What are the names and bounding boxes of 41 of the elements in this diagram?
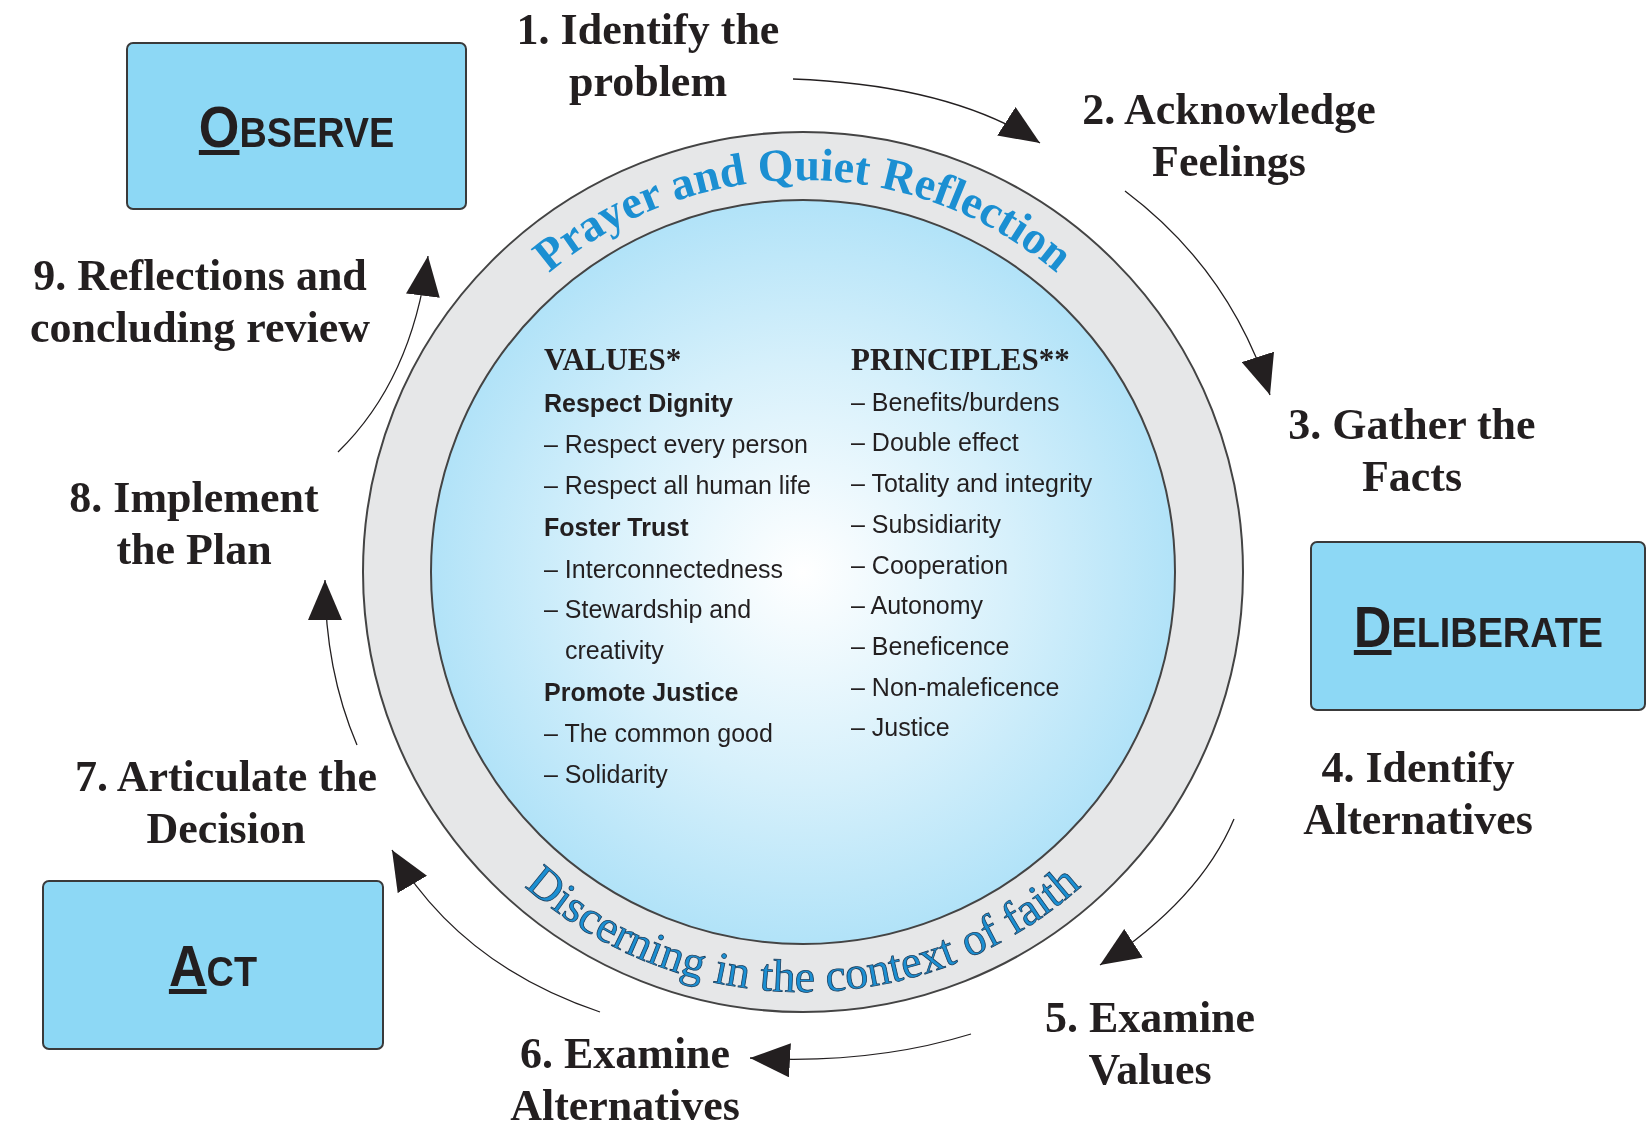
phase-label: ACT [168, 931, 258, 999]
value-heading: Respect Dignity [544, 387, 734, 419]
step-label: 5. Examine Values [990, 992, 1310, 1096]
step-label: 6. Examine Alternatives [460, 1028, 790, 1130]
step-label: 8. Implement the Plan [44, 472, 344, 576]
phase-label: OBSERVE [198, 92, 395, 160]
list-item: – The common good [544, 718, 774, 750]
arrow [337, 255, 439, 453]
phase-box [42, 880, 384, 1050]
list-item: – Cooperation [851, 549, 1010, 581]
arrow [1124, 190, 1273, 396]
arrow [792, 78, 1041, 144]
list-item: – Double effect [851, 427, 1020, 459]
list-item: – Stewardship and creativity [544, 594, 753, 666]
arrow [749, 1033, 972, 1077]
phase-label: DELIBERATE [1353, 592, 1603, 660]
list-item: – Autonomy [851, 590, 985, 622]
column-heading: PRINCIPLES** [851, 341, 1071, 379]
step-label: 1. Identify the problem [498, 4, 798, 108]
step-label: 3. Gather the Facts [1252, 399, 1572, 503]
value-heading: Promote Justice [544, 676, 740, 708]
list-item: – Respect every person [544, 429, 810, 461]
list-item: – Benefits/burdens [851, 386, 1061, 418]
step-label: 2. Acknowledge Feelings [1034, 84, 1424, 188]
step-label: 4. Identify Alternatives [1258, 742, 1578, 846]
step-label: 9. Reflections and concluding review [0, 250, 400, 354]
phase-box [1310, 541, 1646, 711]
list-item: – Beneficence [851, 630, 1011, 662]
column-heading: VALUES* [544, 341, 683, 379]
list-item: – Justice [851, 712, 951, 744]
list-item: – Respect all human life [544, 470, 812, 502]
value-heading: Foster Trust [544, 511, 690, 543]
arrow [308, 579, 358, 746]
list-item: – Interconnectedness [544, 553, 785, 585]
list-item: – Solidarity [544, 759, 669, 791]
list-item: – Subsidiarity [851, 508, 1003, 540]
step-label: 7. Articulate the Decision [66, 751, 386, 855]
list-item: – Non-maleficence [851, 671, 1061, 703]
arrow [1099, 818, 1235, 966]
list-item: – Totality and integrity [851, 468, 1094, 500]
phase-box [126, 42, 467, 210]
